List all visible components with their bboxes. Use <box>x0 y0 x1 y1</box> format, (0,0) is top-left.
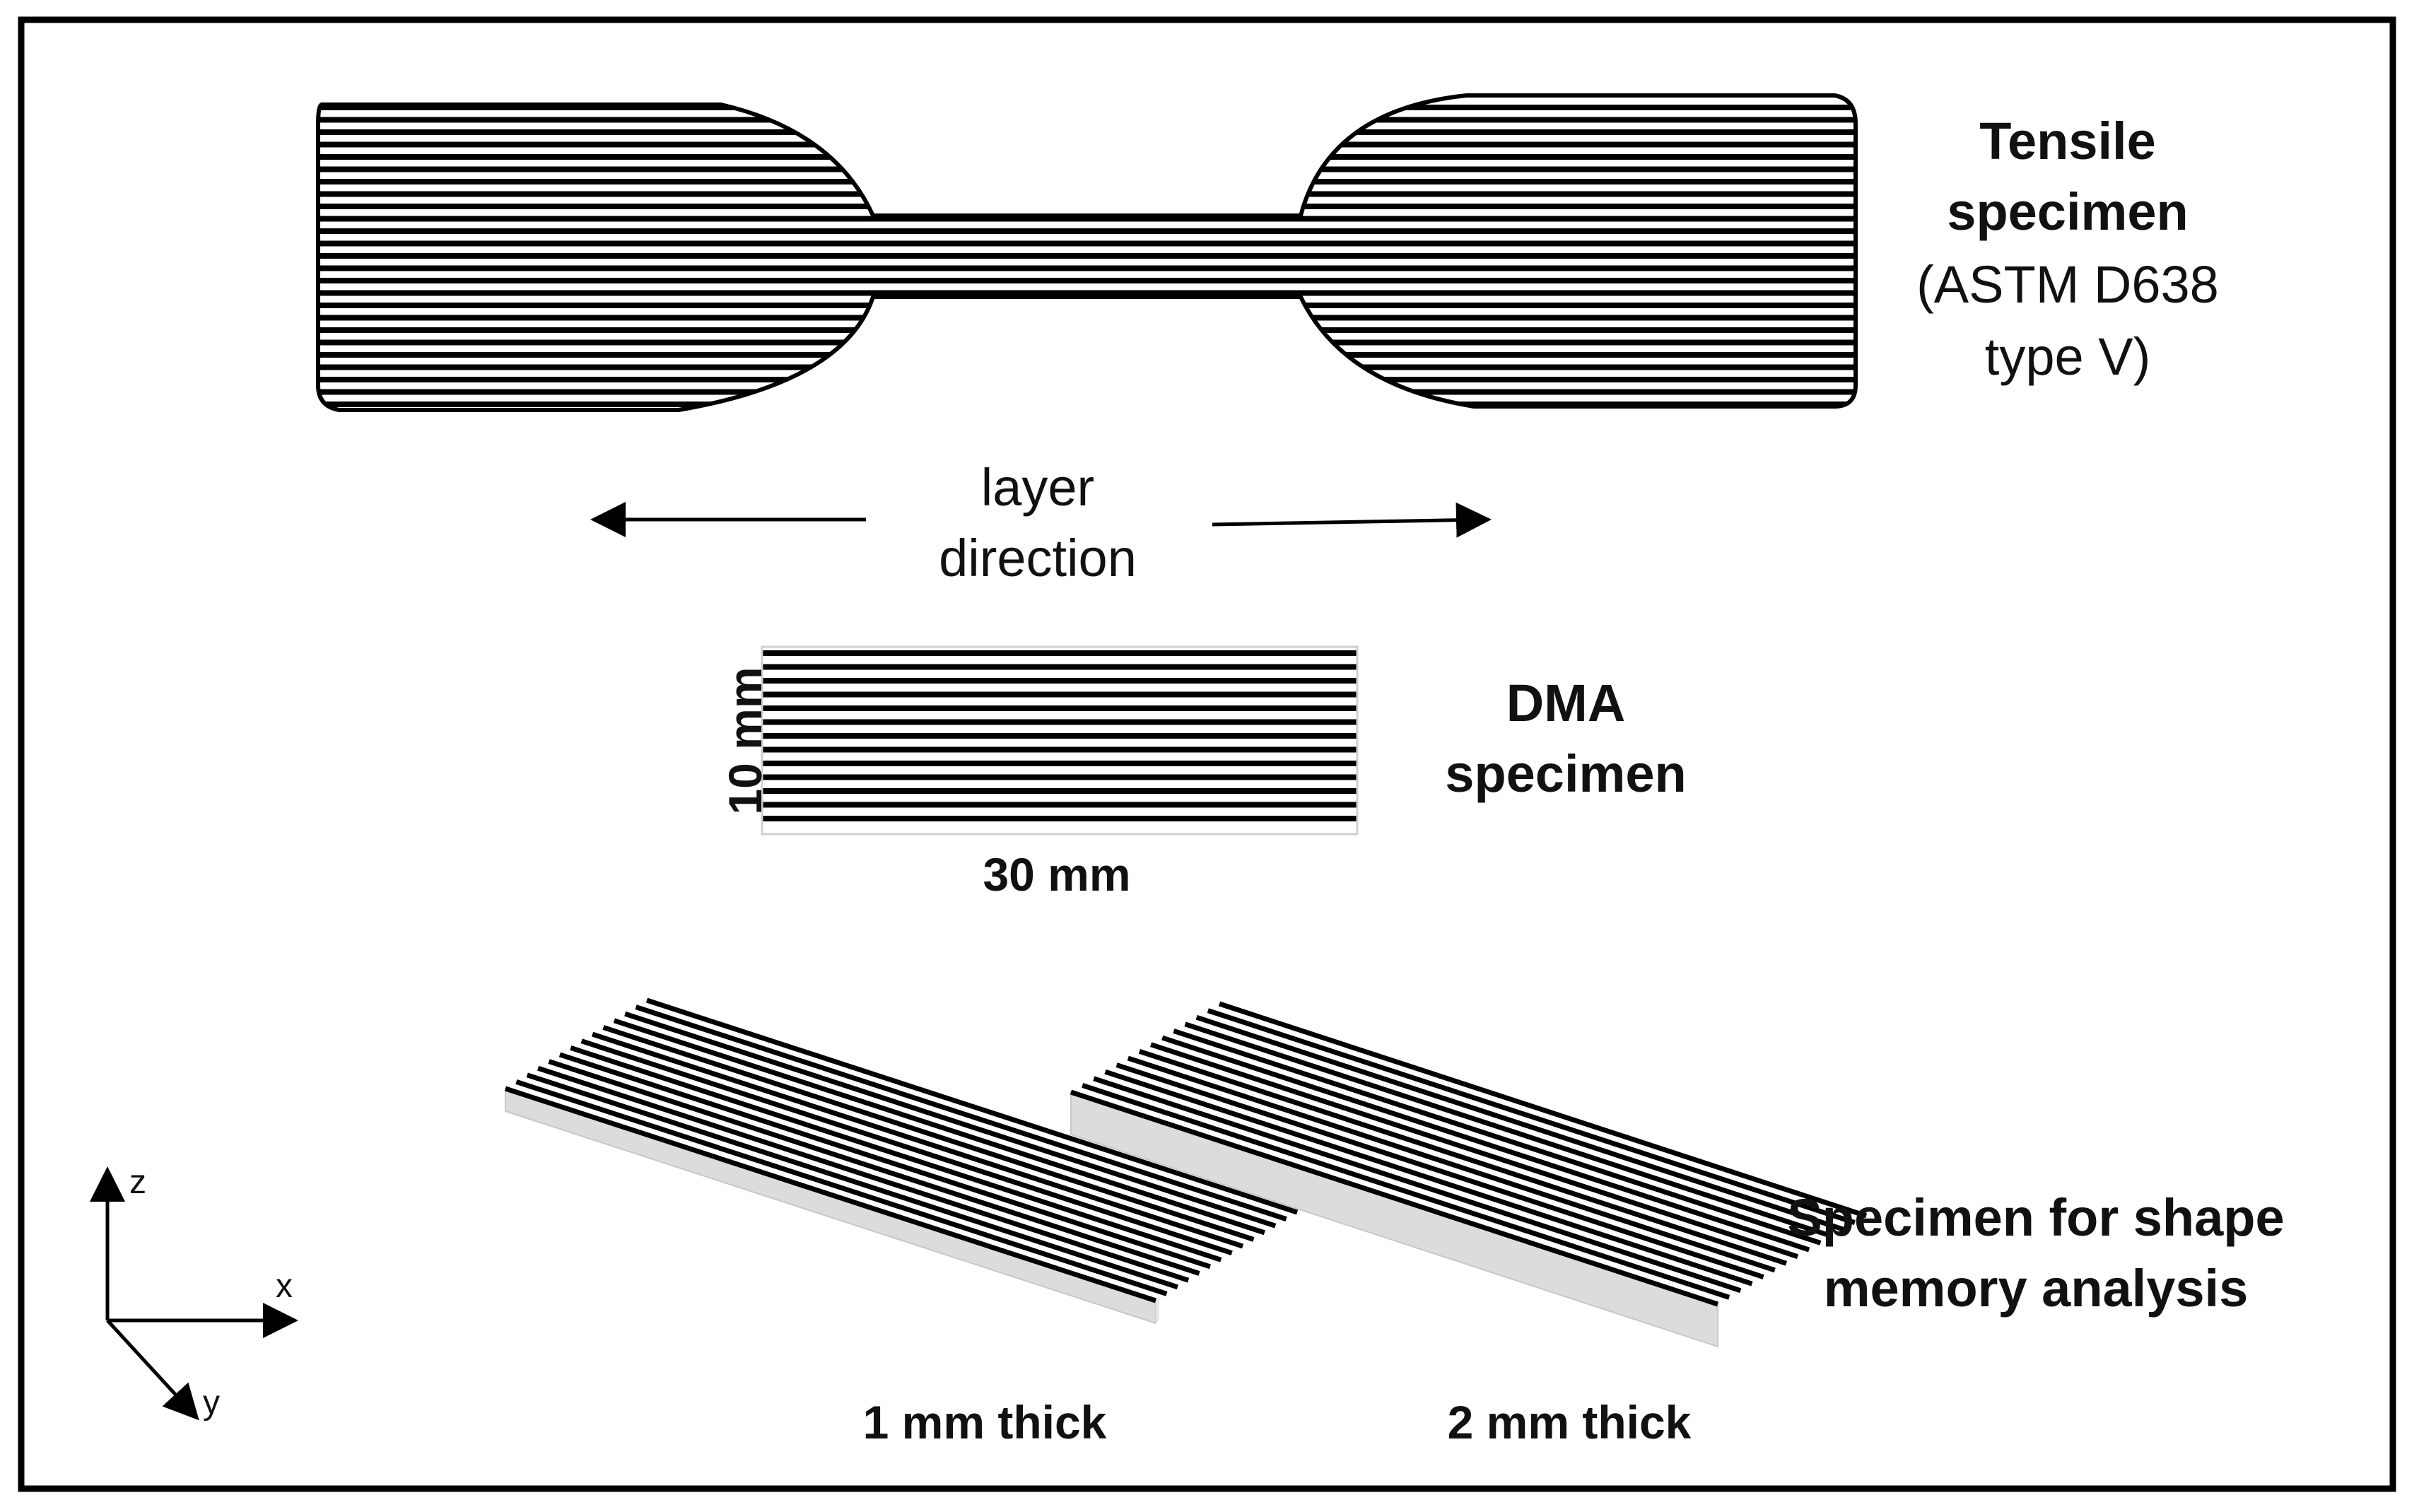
thin-plate-layer-line <box>602 1025 1255 1242</box>
thin-plate-layer-line <box>580 1038 1233 1256</box>
thick-plate-layer-line <box>1149 1042 1799 1260</box>
shape-memory-title-line1: Specimen for shape <box>1787 1188 2284 1247</box>
dma-title-line2: specimen <box>1445 744 1686 803</box>
thick-plate-layer-line <box>1173 1028 1822 1246</box>
tensile-subtitle-line2: type V) <box>1985 327 2150 386</box>
thin-plate-layer-line <box>570 1045 1222 1262</box>
thin-plate-layer-line <box>504 1086 1157 1303</box>
dma-title-line1: DMA <box>1506 674 1626 732</box>
dma-specimen <box>761 645 1359 836</box>
tensile-title-line1: Tensile <box>1979 112 2156 170</box>
thick-plate-layer-line <box>1127 1055 1776 1273</box>
dma-height-label: 10 mm <box>719 667 771 814</box>
thick-plate-layer-line <box>1082 1083 1730 1300</box>
dma-layer-lines <box>762 650 1357 821</box>
thin-plate-layer-line <box>526 1072 1178 1290</box>
tensile-layer-lines <box>318 105 1856 407</box>
z-axis-label: z <box>129 1164 146 1201</box>
thin-plate-layer-line <box>548 1059 1200 1276</box>
tensile-subtitle-line1: (ASTM D638 <box>1916 255 2219 314</box>
y-axis <box>106 1319 199 1421</box>
thick-plate-label: 2 mm thick <box>1448 1396 1692 1448</box>
thin-plate-layer-line <box>591 1031 1244 1249</box>
thick-plate-layer-line <box>1093 1076 1742 1294</box>
thick-plate-layer-line <box>1184 1021 1833 1239</box>
tensile-outline <box>316 93 1858 412</box>
dma-outline <box>761 645 1359 836</box>
coordinate-axes <box>90 1166 298 1421</box>
thin-plate-layer-line <box>635 1004 1287 1221</box>
tensile-title-line2: specimen <box>1947 182 2188 241</box>
shape-memory-title-line2: memory analysis <box>1824 1259 2249 1318</box>
figure-border <box>18 16 2396 1492</box>
thin-plate-layer-line <box>645 997 1299 1215</box>
layer-direction-line1: layer <box>981 458 1094 517</box>
thin-plate-layer-lines <box>504 997 1299 1303</box>
thin-plate-layer-line <box>624 1011 1277 1229</box>
dma-width-label: 30 mm <box>983 848 1130 901</box>
thick-plate-layer-line <box>1138 1048 1788 1266</box>
thick-plate-layer-line <box>1161 1035 1810 1253</box>
right-arrow <box>1212 502 1492 538</box>
thin-plate-label: 1 mm thick <box>863 1396 1107 1448</box>
thin-plate-layer-line <box>613 1018 1265 1236</box>
thick-plate-layer-line <box>1104 1069 1753 1287</box>
thick-plate-layer-line <box>1195 1014 1844 1232</box>
y-axis-label: y <box>203 1384 220 1422</box>
thin-plate-end <box>1156 1297 1159 1323</box>
thick-plate-layer-line <box>1070 1089 1719 1307</box>
tensile-specimen <box>316 93 1858 412</box>
thick-plate-layer-line <box>1207 1008 1856 1225</box>
thin-plate-specimen <box>504 997 1299 1325</box>
thin-plate-layer-line <box>515 1079 1168 1296</box>
thick-plate-layer-lines <box>1070 1001 1868 1307</box>
thin-plate-layer-line <box>558 1052 1212 1270</box>
layer-direction-arrows <box>590 502 1492 538</box>
layer-direction-line2: direction <box>939 529 1137 587</box>
thick-plate-layer-line <box>1218 1001 1868 1219</box>
thick-plate-layer-line <box>1115 1062 1764 1279</box>
thick-plate-specimen <box>1070 1001 1868 1348</box>
thin-plate-layer-line <box>537 1065 1190 1283</box>
x-axis-label: x <box>276 1267 293 1305</box>
